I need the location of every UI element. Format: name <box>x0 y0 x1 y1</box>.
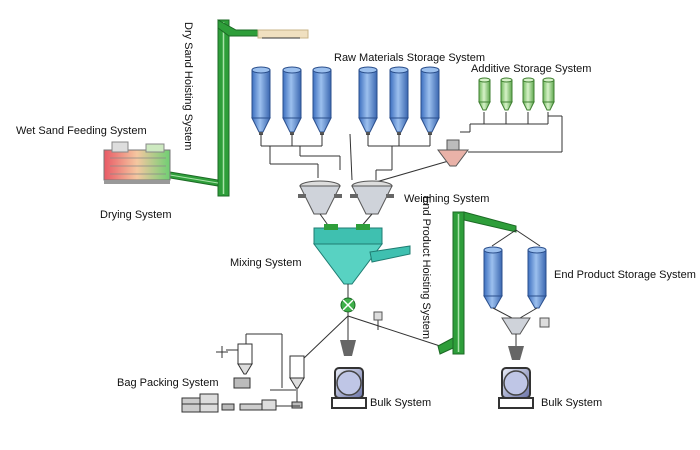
label-bulk-system-left: Bulk System <box>370 397 431 409</box>
label-bag-packing: Bag Packing System <box>117 377 219 389</box>
label-weighing: Weighing System <box>404 193 489 205</box>
label-wet-sand-feeding: Wet Sand Feeding System <box>16 125 147 137</box>
label-end-product-hoisting: End Product Hoisting System <box>420 196 432 339</box>
label-additive-storage: Additive Storage System <box>471 63 591 75</box>
bag-packing-unit <box>181 333 305 413</box>
mixer <box>313 224 411 313</box>
dryer-conveyor <box>169 171 219 187</box>
additive-silo <box>522 77 535 111</box>
additive-piping <box>375 112 563 183</box>
bulk-loader-left <box>331 340 367 409</box>
valve-fitting <box>373 311 383 321</box>
label-mixing: Mixing System <box>230 257 302 269</box>
raw-silo <box>251 66 271 135</box>
raw-silo <box>282 66 302 135</box>
end-product-silos <box>483 229 550 346</box>
additive-silos <box>478 77 555 111</box>
label-drying: Drying System <box>100 209 172 221</box>
raw-materials-silos <box>251 66 440 135</box>
bulk-loader-right <box>498 346 534 409</box>
additive-weigher <box>437 139 469 167</box>
dry-sand-elevator <box>217 19 309 197</box>
label-raw-materials: Raw Materials Storage System <box>334 52 485 64</box>
raw-silo <box>358 66 378 135</box>
raw-silo <box>420 66 440 135</box>
label-dry-sand-hoisting: Dry Sand Hoisting System <box>182 22 194 150</box>
raw-piping <box>260 133 431 181</box>
end-product-elevator <box>437 211 517 355</box>
distribution-lines <box>301 312 441 361</box>
label-bulk-system-right: Bulk System <box>541 397 602 409</box>
screw-conveyor <box>257 29 309 39</box>
weighing-hoppers <box>298 180 394 229</box>
additive-silo <box>500 77 513 111</box>
label-end-product-storage: End Product Storage System <box>554 269 696 281</box>
dryer-unit <box>103 141 171 184</box>
raw-silo <box>389 66 409 135</box>
additive-silo <box>478 77 491 111</box>
additive-silo <box>542 77 555 111</box>
raw-silo <box>312 66 332 135</box>
